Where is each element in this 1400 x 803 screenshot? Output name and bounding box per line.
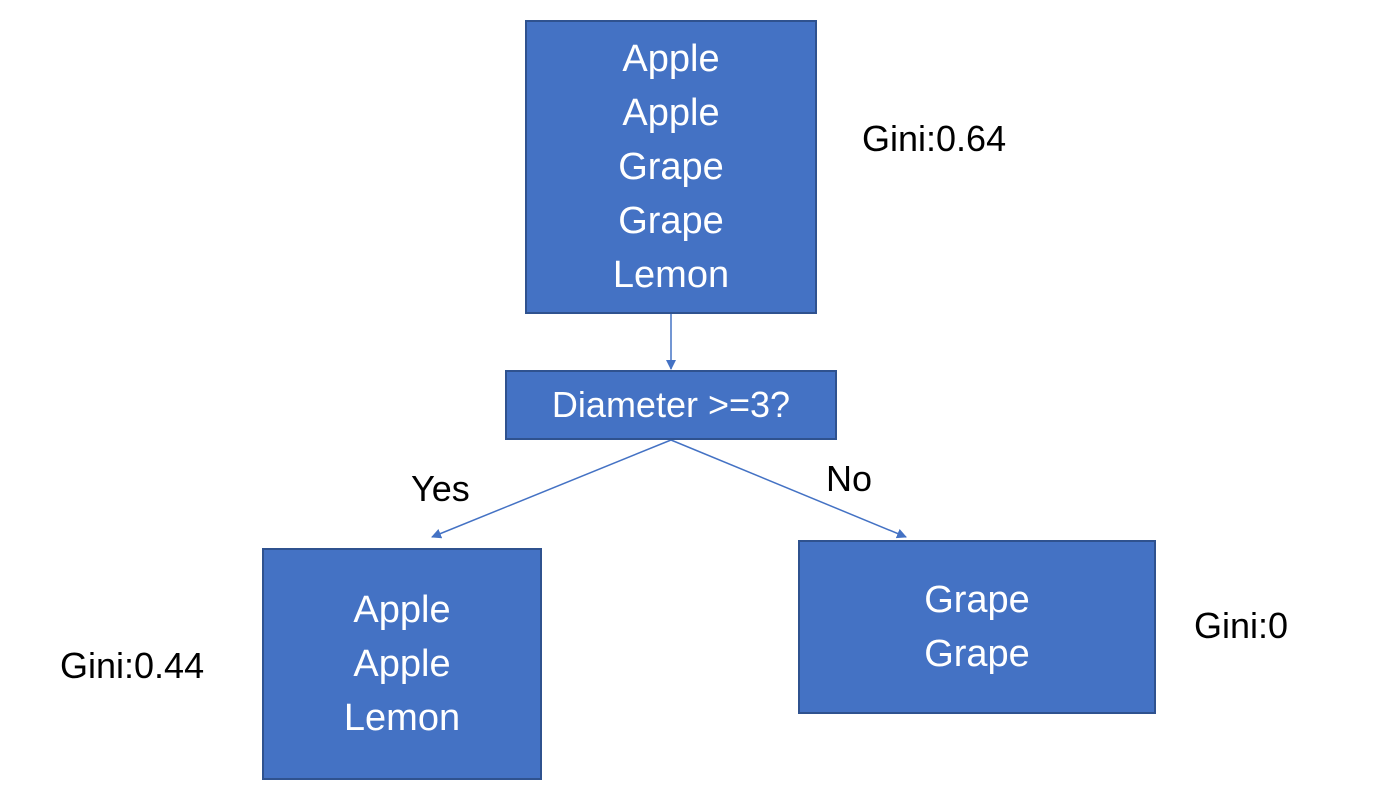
left-child-item: Apple: [353, 643, 451, 685]
no-edge-label: No: [826, 458, 873, 499]
arrow-question-to-right: [670, 439, 907, 539]
yes-edge-label: Yes: [411, 468, 470, 509]
root-gini-label: Gini:0.64: [862, 118, 1007, 159]
right-child-item: Grape: [924, 579, 1030, 621]
question-node: Diameter >=3?: [505, 370, 837, 440]
left-child-item: Apple: [353, 589, 451, 631]
arrow-question-to-left: [431, 439, 672, 539]
root-item: Grape: [618, 200, 724, 242]
root-item: Grape: [618, 146, 724, 188]
root-node: Apple Apple Grape Grape Lemon: [525, 20, 817, 314]
left-child-item: Lemon: [343, 697, 461, 739]
question-text: Diameter >=3?: [551, 384, 791, 425]
left-gini-label: Gini:0.44: [60, 645, 205, 686]
right-child-item: Grape: [924, 633, 1030, 675]
left-child-node: Apple Apple Lemon: [262, 548, 542, 780]
right-gini-label: Gini:0: [1194, 605, 1289, 646]
right-child-node: Grape Grape: [798, 540, 1156, 714]
root-item: Apple: [622, 92, 720, 134]
root-item: Apple: [622, 38, 720, 80]
root-item: Lemon: [612, 254, 730, 296]
